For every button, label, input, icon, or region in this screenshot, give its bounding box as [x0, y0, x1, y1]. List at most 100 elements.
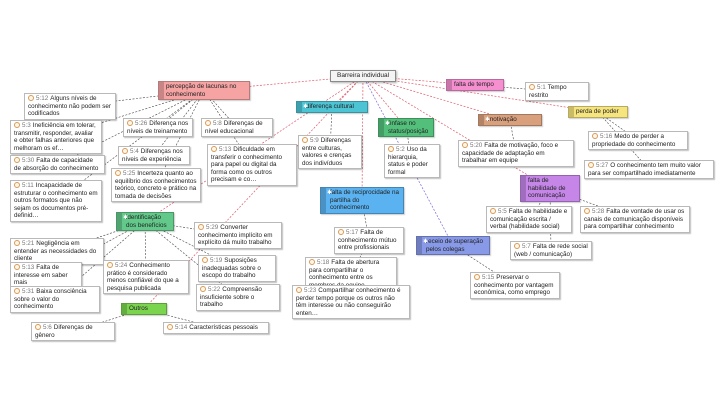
star-icon: ✱	[123, 215, 129, 221]
quote-icon	[115, 170, 121, 176]
quote-ref: 5:13	[219, 146, 232, 153]
quote-text: Características pessoais	[189, 324, 258, 331]
quote-text: Uso da hierarquia, status e poder formal	[388, 146, 428, 176]
quote-ref: 5:16	[600, 133, 613, 140]
category-node-diferenca-cultural[interactable]: ✱diferença cultural	[296, 101, 368, 113]
quote-ref: 5:26	[135, 120, 148, 127]
quote-text: Diferenças de nível educacional	[205, 120, 263, 135]
quote-ref: 5:22	[208, 286, 221, 293]
category-node-comunicacao[interactable]: falta de habilidade de comunicação	[520, 175, 580, 202]
quote-icon	[296, 287, 302, 293]
quote-icon	[211, 146, 217, 152]
quote-text: Alguns níveis de conhecimento não podem …	[28, 95, 111, 118]
quote-ref: 5:21	[22, 240, 35, 247]
category-label: diferença cultural	[306, 103, 354, 110]
category-node-outros[interactable]: Outros	[121, 303, 167, 315]
quote-text: Incerteza quanto ao equilíbrio dos conhe…	[115, 170, 197, 200]
quote-ref: 5:29	[206, 224, 219, 231]
quote-text: Tempo restrito	[529, 84, 567, 99]
quote-icon	[388, 146, 394, 152]
quote-icon	[462, 142, 468, 148]
quote-ref: 5:20	[470, 142, 483, 149]
category-node-receio-superacao[interactable]: ✱receio de superação pelos colegas	[416, 236, 490, 256]
quote-icon	[122, 148, 128, 154]
category-node-beneficios[interactable]: ✱identificação dos benefícios	[116, 212, 174, 232]
quote-icon	[14, 240, 20, 246]
quote-text: Baixa consciência sobre o valor do conhe…	[14, 288, 87, 311]
category-node-perda-poder[interactable]: perda de poder	[568, 106, 628, 118]
quote-icon	[127, 120, 133, 126]
quote-icon	[309, 259, 315, 265]
star-icon: ✱	[423, 239, 429, 245]
quote-text: Suposições inadequadas sobre o escopo do…	[202, 257, 261, 280]
quote-ref: 5:28	[592, 208, 605, 215]
quote-ref: 5:9	[310, 137, 319, 144]
category-node-reciprocidade[interactable]: ✱falta de reciprocidade na partilha do c…	[320, 187, 404, 214]
quote-ref: 5:31	[22, 288, 35, 295]
quote-icon	[592, 133, 598, 139]
link-line	[361, 75, 364, 201]
category-node-falta-tempo[interactable]: falta de tempo	[446, 79, 504, 91]
quote-icon	[584, 208, 590, 214]
quote-text: Diferença nos níveis de treinamento	[127, 120, 189, 135]
category-node-motivacao[interactable]: ✱motivação	[478, 114, 542, 126]
quote-icon	[490, 208, 496, 214]
category-label: falta de tempo	[454, 81, 494, 88]
quote-ref: 5:6	[43, 324, 52, 331]
quote-icon	[35, 324, 41, 330]
category-label: receio de superação pelos colegas	[426, 238, 484, 253]
quote-icon	[514, 243, 520, 249]
quote-ref: 5:25	[123, 170, 136, 177]
category-node-lacunas[interactable]: percepção de lacunas no conhecimento	[158, 81, 250, 101]
category-label: percepção de lacunas no conhecimento	[166, 83, 237, 98]
category-label: ênfase no status/posição	[388, 120, 429, 135]
category-node-enfase-status[interactable]: ✱ênfase no status/posição	[378, 118, 434, 138]
quote-icon	[588, 162, 594, 168]
quote-icon	[14, 288, 20, 294]
quote-ref: 5:24	[115, 262, 128, 269]
root-node[interactable]: Barreira individual	[330, 70, 396, 82]
quote-ref: 5:3	[22, 122, 31, 129]
quote-text: Medo de perder a propriedade do conhecim…	[592, 133, 676, 148]
category-label: Outros	[129, 305, 148, 312]
quote-ref: 5:18	[317, 259, 330, 266]
quote-text: Conhecimento prático é considerado menos…	[107, 262, 179, 292]
quote-text: Falta de interesse em saber mais	[14, 264, 68, 287]
quote-text: Compreensão insuficiente sobre o trabalh…	[200, 286, 262, 309]
quote-text: Falta de conhecimento mútuo entre profis…	[338, 229, 397, 252]
category-label: perda de poder	[576, 108, 619, 115]
quote-text: Falta de habilidade e comunicação escrit…	[490, 208, 568, 231]
quote-icon	[14, 264, 20, 270]
quote-ref: 5:23	[304, 287, 317, 294]
